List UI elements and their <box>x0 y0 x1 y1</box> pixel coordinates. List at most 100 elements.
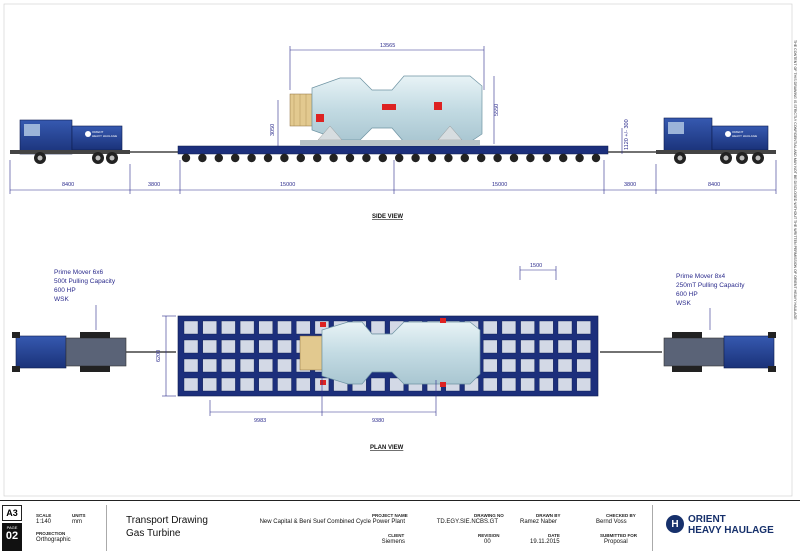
trailer-cell <box>557 358 573 373</box>
page-number: 02 <box>5 530 19 542</box>
trailer-cell <box>483 358 498 373</box>
trailer-cell <box>539 339 554 354</box>
trailer-cell <box>183 320 199 335</box>
page-box: PAGE 02 <box>2 523 22 551</box>
trailer-cell <box>501 320 517 335</box>
brand-line-2: HEAVY HAULAGE <box>688 525 774 536</box>
trailer-cell <box>370 320 386 335</box>
trailer-cell <box>557 377 573 392</box>
trailer-cell <box>258 320 273 335</box>
drawing-no-value: TD.EGY.SIE.NCBS.GT <box>436 519 498 525</box>
checked-by-label: CHECKED BY <box>606 513 636 518</box>
dim-plan-width: 6200 <box>156 350 162 362</box>
trailer-wheel <box>345 153 355 163</box>
side-view-title: SIDE VIEW <box>372 214 403 220</box>
side-view: ORIENT HEAVY HAULAGE <box>9 43 777 220</box>
date-label: DATE <box>548 533 560 538</box>
page-label: PAGE <box>6 525 18 530</box>
scale-value: 1:140 <box>36 519 52 525</box>
trailer-cell <box>221 377 236 392</box>
drawing-no-label: DRAWING NO <box>474 513 504 518</box>
trailer-cell <box>370 377 386 392</box>
trailer-cell <box>389 377 404 392</box>
trailer-cell <box>239 377 255 392</box>
trailer-cell <box>239 358 255 373</box>
trailer-wheel <box>378 153 387 163</box>
trailer-cell <box>501 339 517 354</box>
transport-drawing: ORIENT HEAVY HAULAGE <box>3 3 793 497</box>
trailer-cell <box>183 377 199 392</box>
dim-deck-height: 3050 <box>270 124 276 136</box>
confidentiality-text: THE CONTENT OF THIS DRAWING IS STRICTLY … <box>793 40 797 320</box>
trailer-cell <box>539 377 554 392</box>
dim-cargo-length: 13565 <box>380 43 395 49</box>
dim-bottom-4: 15000 <box>492 182 507 188</box>
trailer-cell <box>539 320 554 335</box>
trailer-cell <box>483 377 498 392</box>
trailer-cell <box>557 320 573 335</box>
trailer-cell <box>576 320 591 335</box>
left-mover-line3: 600 HP <box>54 287 76 294</box>
right-truck-side: ORIENT HEAVY HAULAGE <box>608 117 776 164</box>
trailer-wheel <box>591 153 601 163</box>
trailer-cell <box>277 358 292 373</box>
trailer-wheel <box>296 153 305 163</box>
trailer-wheel <box>509 153 519 163</box>
scale-label: SCALE <box>36 513 52 518</box>
truck-label-r2: HEAVY HAULAGE <box>732 134 757 138</box>
projection-label: PROJECTION <box>36 531 66 536</box>
submitted-value: Proposal <box>604 539 628 545</box>
title-block: A3 PAGE 02 SCALE 1:140 UNITS mm PROJECTI… <box>0 500 800 555</box>
trailer-wheel <box>313 153 322 163</box>
trailer-cell <box>202 358 217 373</box>
trailer-cell <box>239 339 255 354</box>
trailer-wheel <box>329 153 338 163</box>
checked-by-value: Bernd Voss <box>596 519 627 525</box>
trailer-wheel <box>542 153 551 163</box>
right-mover-line3: 600 HP <box>676 291 698 298</box>
right-mover-line4: WSK <box>676 300 691 307</box>
truck-label-r1: ORIENT <box>732 130 744 134</box>
trailer-cell <box>183 358 199 373</box>
projection-value: Orthographic <box>36 537 71 543</box>
trailer-cell <box>576 358 591 373</box>
drawing-border <box>3 3 793 497</box>
trailer-wheel <box>214 153 223 163</box>
trailer-cell <box>483 339 498 354</box>
trailer-wheel <box>411 153 420 163</box>
trailer-wheel <box>395 153 404 163</box>
client-value: Siemens <box>381 539 405 545</box>
trailer-cell <box>296 320 311 335</box>
revision-label: REVISION <box>478 533 500 538</box>
trailer-cell <box>183 339 199 354</box>
dim-bottom-1: 8400 <box>62 182 74 188</box>
units-value: mm <box>72 519 82 525</box>
trailer-wheel <box>493 153 502 163</box>
trailer-cell <box>221 320 236 335</box>
dim-bottom-3: 15000 <box>280 182 295 188</box>
trailer-wheel <box>198 153 207 163</box>
drawing-title-line2: Gas Turbine <box>126 528 181 539</box>
dim-cargo-height: 5550 <box>494 104 500 116</box>
trailer-wheel <box>460 153 469 163</box>
project-label: PROJECT NAME <box>372 513 408 518</box>
left-mover-line4: WSK <box>54 296 69 303</box>
brand-line-1: ORIENT <box>688 514 726 525</box>
trailer-wheel <box>263 153 273 163</box>
trailer-cell <box>277 339 292 354</box>
brand-name: ORIENT HEAVY HAULAGE <box>688 514 774 536</box>
trailer-cell <box>501 377 517 392</box>
trailer-cell <box>520 377 535 392</box>
trailer-side <box>177 145 609 163</box>
trailer-cell <box>539 358 554 373</box>
drawn-by-label: DRAWN BY <box>536 513 561 518</box>
revision-value: 00 <box>484 539 491 545</box>
trailer-wheel <box>575 153 584 163</box>
client-label: CLIENT <box>388 533 405 538</box>
trailer-cell <box>239 320 255 335</box>
trailer-wheel <box>362 153 371 163</box>
dim-bottom-5: 3800 <box>624 182 636 188</box>
truck-label-1: ORIENT <box>92 130 104 134</box>
dim-plan-spacing: 1500 <box>530 263 542 269</box>
plan-view: Prime Mover 6x6 500t Pulling Capacity 60… <box>12 263 776 451</box>
